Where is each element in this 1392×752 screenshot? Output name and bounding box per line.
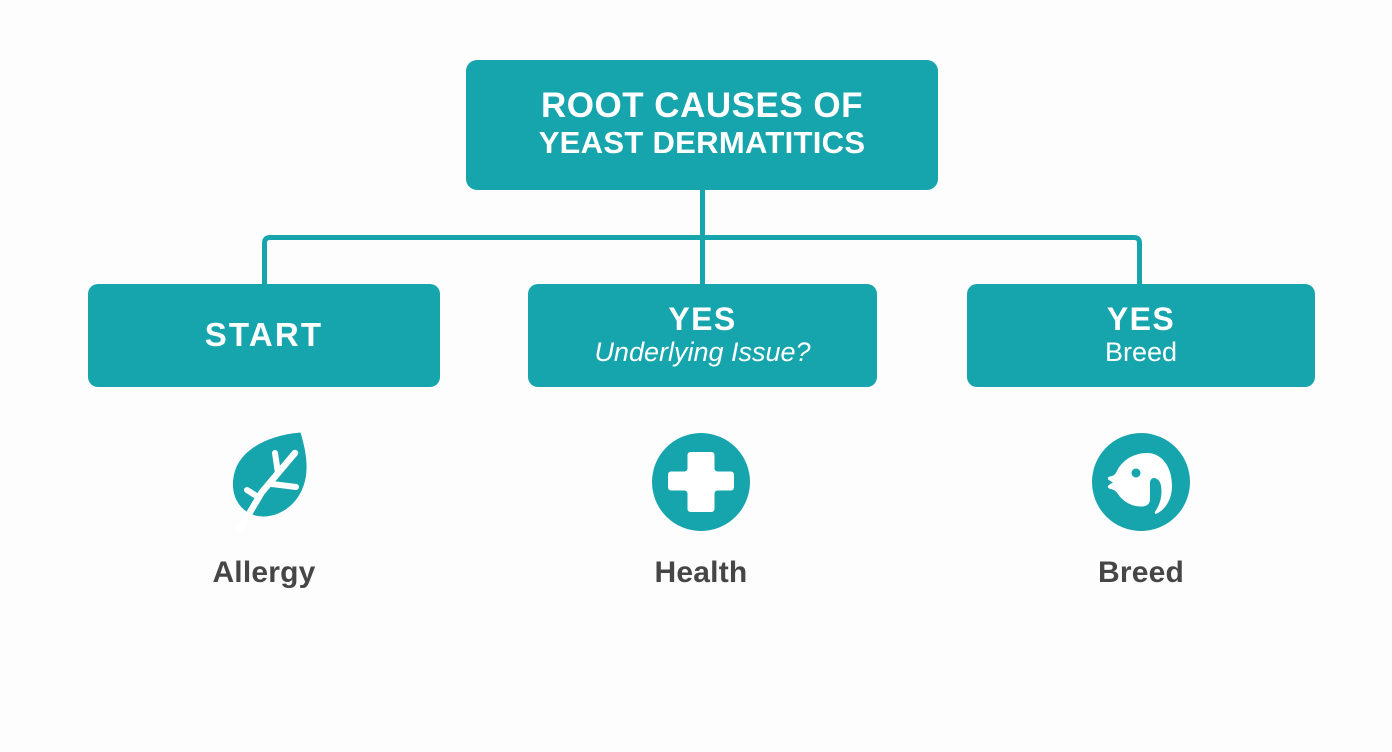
title-box: ROOT CAUSES OF YEAST DERMATITICS xyxy=(466,60,938,190)
medical-cross-circle-icon xyxy=(646,428,756,536)
icon-label-allergy: Allergy xyxy=(212,556,316,589)
dog-head-circle-icon xyxy=(1086,428,1196,536)
node-primary-label-0: START xyxy=(204,316,324,354)
node-primary-label-1: YES xyxy=(668,300,737,337)
icon-column-health: Health xyxy=(571,428,831,590)
title-line-1: ROOT CAUSES OF xyxy=(540,85,864,125)
node-secondary-label-2: Breed xyxy=(1104,337,1178,368)
node-secondary-label-1: Underlying Issue? xyxy=(594,337,811,368)
title-line-2: YEAST DERMATITICS xyxy=(538,124,866,160)
node-box-underlying-issue[interactable]: YES Underlying Issue? xyxy=(528,284,877,387)
node-box-breed[interactable]: YES Breed xyxy=(967,284,1315,387)
icon-label-health: Health xyxy=(654,556,748,589)
leaf-icon xyxy=(209,428,319,536)
icon-column-allergy: Allergy xyxy=(134,428,394,590)
icon-label-breed: Breed xyxy=(1097,556,1185,589)
node-box-start[interactable]: START xyxy=(88,284,440,387)
node-primary-label-2: YES xyxy=(1106,300,1176,337)
icon-column-breed: Breed xyxy=(1011,428,1271,590)
connector-bar-horizontal xyxy=(262,235,1142,287)
